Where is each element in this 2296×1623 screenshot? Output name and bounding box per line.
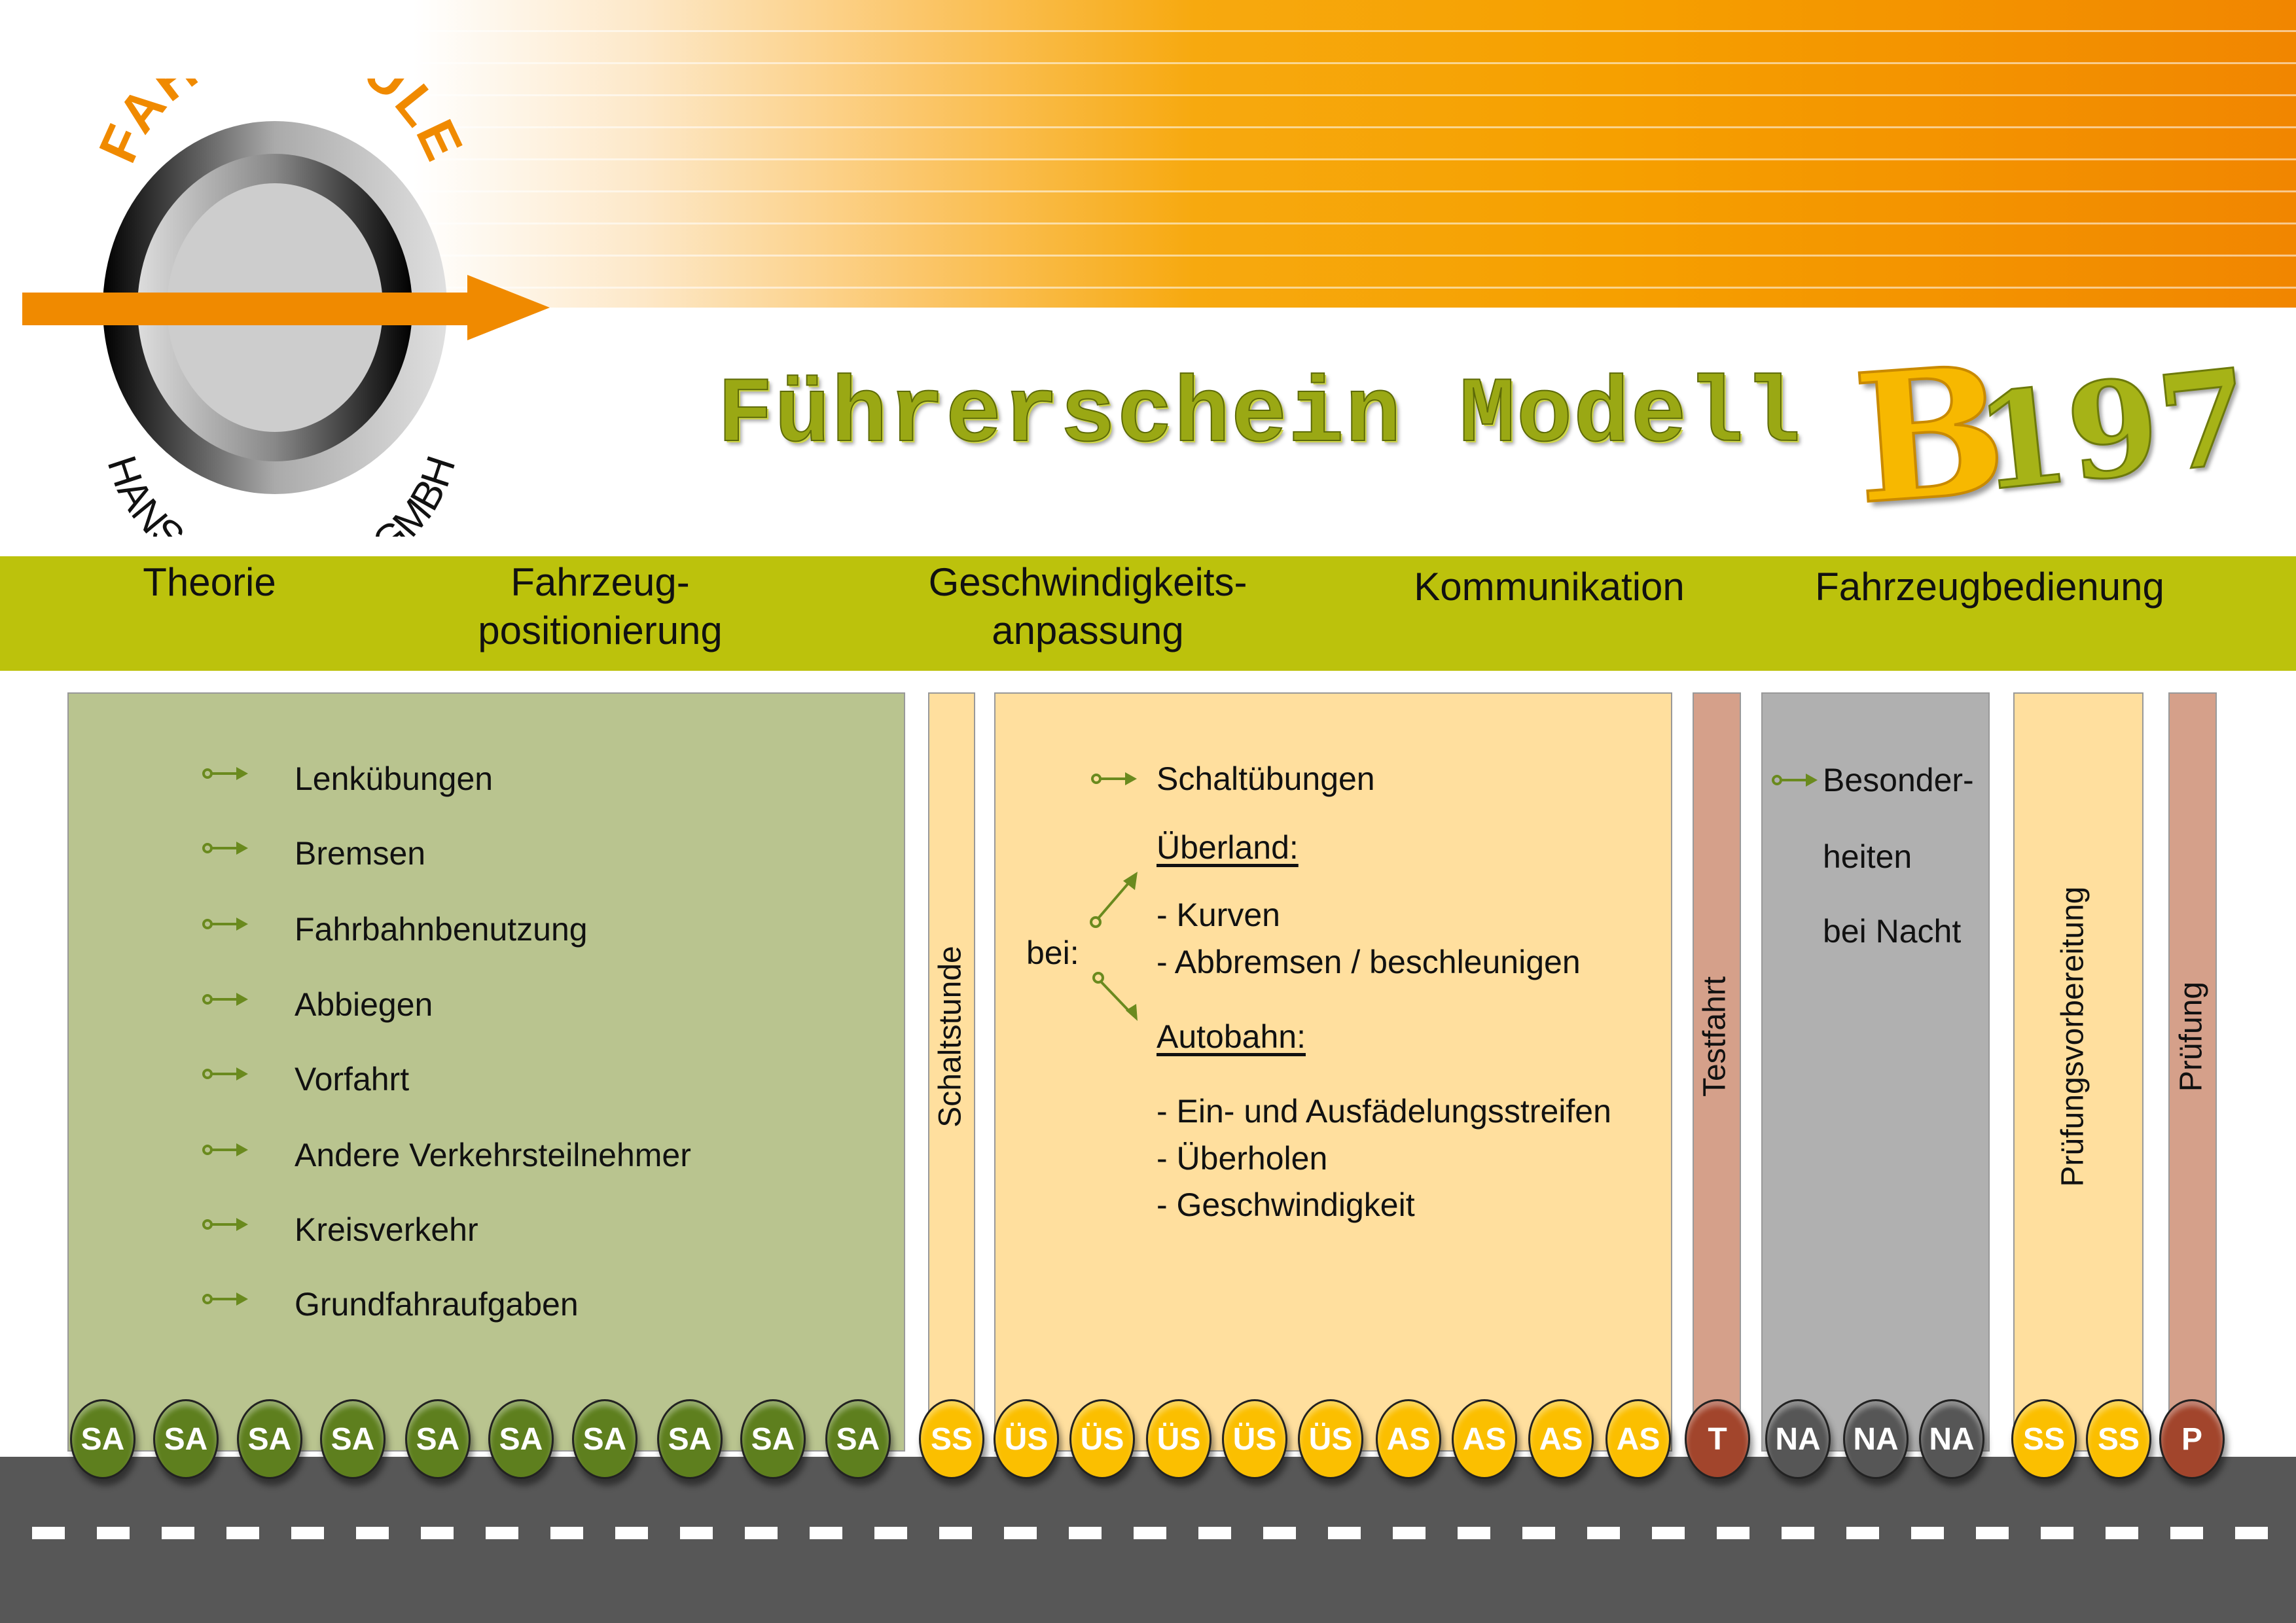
lesson-badge-üs: ÜS	[1069, 1399, 1135, 1479]
schaltstunde-label: Schaltstunde	[933, 946, 968, 1128]
category-band: Theorie Fahrzeug-positionierung Geschwin…	[0, 556, 2296, 671]
shifting-panel	[928, 692, 975, 1452]
arrow-icon	[202, 1143, 248, 1156]
road-center-line	[0, 1527, 2296, 1539]
lesson-badge-na: NA	[1919, 1399, 1984, 1479]
basics-item: Lenkübungen	[295, 760, 493, 797]
autobahn-item: - Überholen	[1157, 1140, 1328, 1177]
lesson-badge-as: AS	[1376, 1399, 1441, 1479]
basics-item: Andere Verkehrsteilnehmer	[295, 1137, 691, 1173]
page-title: Führerschein Modell	[717, 363, 1803, 469]
autobahn-title: Autobahn:	[1157, 1018, 1306, 1055]
night-line: bei Nacht	[1823, 913, 1962, 950]
arrow-icon	[1772, 774, 1818, 787]
basics-panel	[67, 692, 905, 1452]
lesson-badge-p: P	[2159, 1399, 2225, 1479]
lesson-badge-ss: SS	[919, 1399, 984, 1479]
arrow-icon	[202, 767, 248, 780]
basics-item: Kreisverkehr	[295, 1211, 478, 1248]
arrow-icon	[202, 1293, 248, 1306]
test-drive-panel	[1693, 692, 1741, 1452]
arrow-icon	[202, 993, 248, 1006]
category-fahrzeugbedienung: Fahrzeugbedienung	[1815, 565, 2164, 609]
arrow-icon	[202, 1067, 248, 1080]
lesson-badge-na: NA	[1843, 1399, 1909, 1479]
basics-item: Grundfahraufgaben	[295, 1286, 579, 1323]
night-line: heiten	[1823, 838, 1912, 875]
lesson-badge-ss: SS	[2086, 1399, 2151, 1479]
schaltuebungen-heading: Schaltübungen	[1157, 760, 1375, 797]
lesson-badge-üs: ÜS	[1222, 1399, 1287, 1479]
lesson-badge-sa: SA	[657, 1399, 723, 1479]
overland-title: Überland:	[1157, 829, 1299, 866]
lesson-badge-sa: SA	[320, 1399, 386, 1479]
model-number: 197	[1968, 338, 2258, 522]
basics-item: Abbiegen	[295, 986, 433, 1023]
lesson-badge-sa: SA	[237, 1399, 302, 1479]
overland-item: - Abbremsen / beschleunigen	[1157, 944, 1581, 980]
lesson-badge-sa: SA	[488, 1399, 554, 1479]
bei-label: bei:	[1026, 935, 1079, 971]
lesson-badge-sa: SA	[153, 1399, 219, 1479]
lesson-badge-sa: SA	[405, 1399, 471, 1479]
lesson-badge-üs: ÜS	[994, 1399, 1059, 1479]
road	[0, 1457, 2296, 1623]
lesson-badge-na: NA	[1765, 1399, 1831, 1479]
lesson-badge-sa: SA	[825, 1399, 891, 1479]
basics-item: Fahrbahnbenutzung	[295, 911, 588, 948]
testfahrt-label: Testfahrt	[1697, 976, 1732, 1097]
arrow-icon	[1091, 772, 1137, 785]
arrow-icon	[202, 1218, 248, 1231]
night-panel	[1761, 692, 1990, 1452]
lesson-badge-as: AS	[1605, 1399, 1671, 1479]
category-positionierung: Fahrzeug-positionierung	[478, 560, 723, 652]
pruefungsvorbereitung-label: Prüfungsvorbereitung	[2055, 886, 2090, 1187]
lesson-badge-t: T	[1685, 1399, 1750, 1479]
overland-panel	[994, 692, 1672, 1452]
lesson-badge-sa: SA	[70, 1399, 135, 1479]
exam-panel	[2168, 692, 2217, 1452]
category-kommunikation: Kommunikation	[1414, 565, 1685, 609]
lesson-badge-ss: SS	[2011, 1399, 2077, 1479]
basics-item: Vorfahrt	[295, 1061, 410, 1097]
arrow-icon	[202, 918, 248, 931]
autobahn-item: - Geschwindigkeit	[1157, 1186, 1415, 1223]
basics-item: Bremsen	[295, 835, 426, 872]
driving-school-logo: FAHRSCHULE HANS-J. SPEER - GMBH	[22, 79, 550, 537]
overland-item: - Kurven	[1157, 897, 1280, 933]
lesson-badge-sa: SA	[572, 1399, 637, 1479]
lesson-badge-sa: SA	[740, 1399, 806, 1479]
exam-prep-panel	[2013, 692, 2144, 1452]
category-theorie: Theorie	[143, 560, 276, 604]
category-geschwindigkeit: Geschwindigkeits-anpassung	[928, 560, 1247, 652]
branch-arrows-icon	[1090, 872, 1138, 1021]
arrow-icon	[202, 842, 248, 855]
night-line: Besonder-	[1823, 762, 1974, 798]
lesson-badge-as: AS	[1528, 1399, 1594, 1479]
lesson-badge-üs: ÜS	[1146, 1399, 1211, 1479]
autobahn-item: - Ein- und Ausfädelungsstreifen	[1157, 1093, 1611, 1130]
lesson-badge-üs: ÜS	[1298, 1399, 1363, 1479]
lesson-badge-as: AS	[1452, 1399, 1517, 1479]
pruefung-label: Prüfung	[2174, 981, 2209, 1092]
